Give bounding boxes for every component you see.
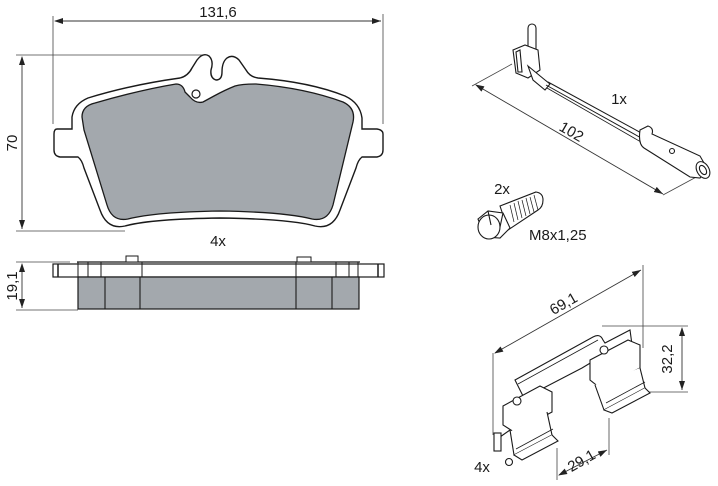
pad-height-label: 70 bbox=[4, 135, 21, 152]
width-dimension bbox=[52, 14, 384, 124]
bolt-quantity-label: 2x bbox=[494, 181, 510, 198]
height-dimension bbox=[16, 54, 205, 232]
pad-quantity-label: 4x bbox=[210, 233, 226, 250]
clip-width-label: 29,1 bbox=[565, 446, 599, 475]
pad-width-label: 131,6 bbox=[199, 4, 237, 21]
pad-thickness-label: 19,1 bbox=[4, 271, 21, 300]
wear-sensor bbox=[471, 23, 711, 196]
sensor-quantity-label: 1x bbox=[611, 91, 627, 108]
bolt bbox=[477, 191, 544, 240]
clip-quantity-label: 4x bbox=[474, 459, 490, 476]
brake-pad-side-view bbox=[16, 255, 385, 311]
indicator-hole bbox=[191, 89, 201, 99]
sensor-length-label: 102 bbox=[556, 118, 586, 145]
clip-kit bbox=[492, 265, 688, 480]
friction-lining bbox=[81, 83, 355, 221]
bolt-thread-label: M8x1,25 bbox=[529, 227, 587, 244]
brake-pad-front-view bbox=[16, 14, 384, 232]
clip-height-label: 32,2 bbox=[659, 344, 676, 373]
